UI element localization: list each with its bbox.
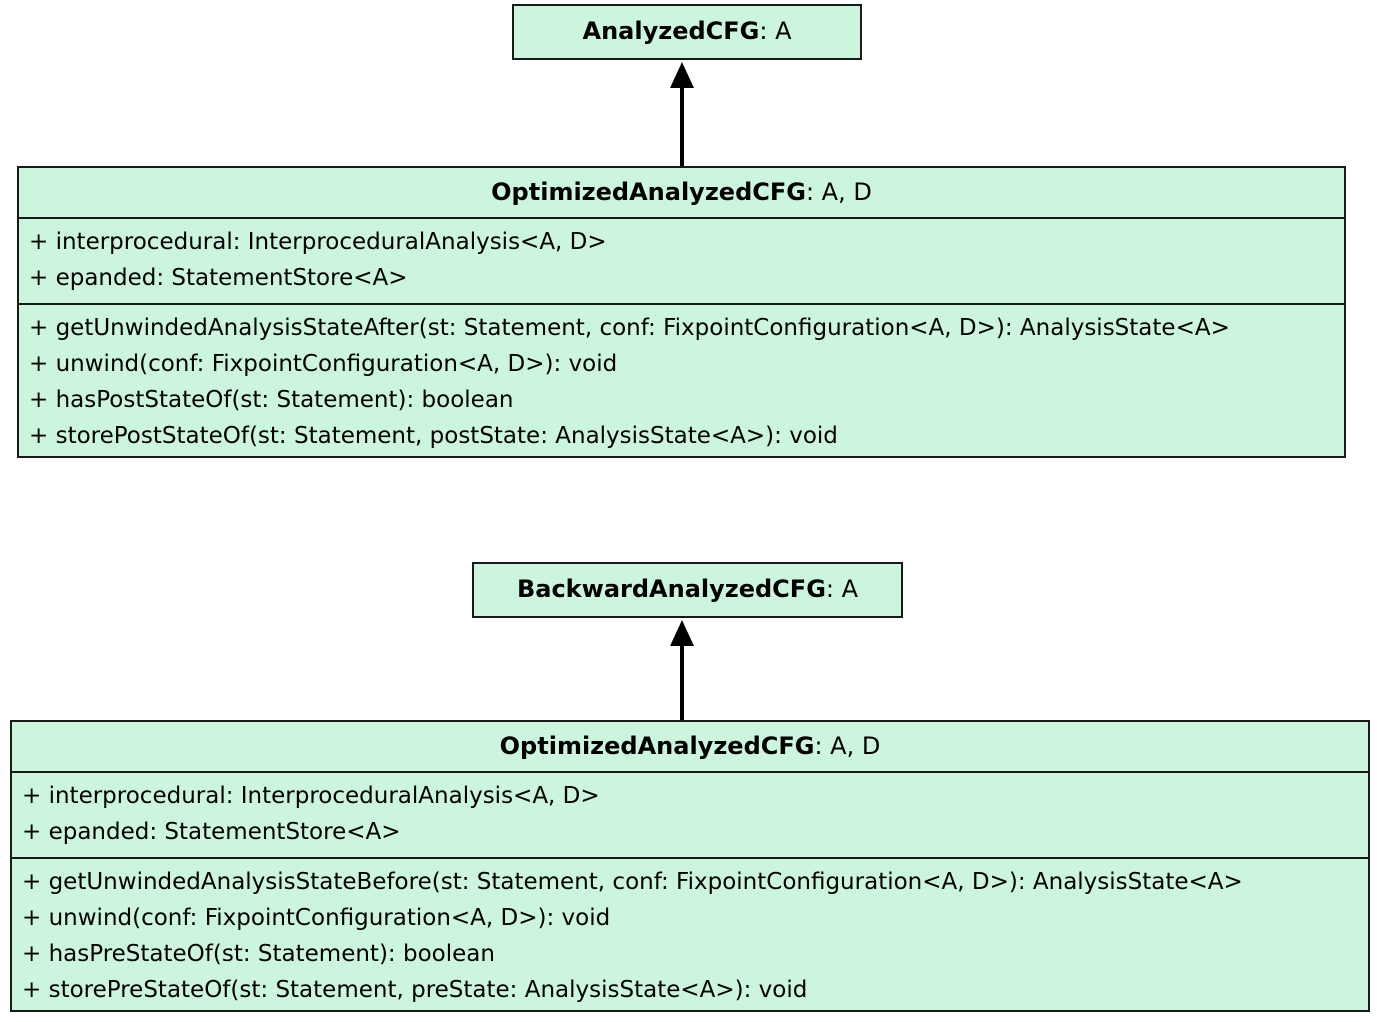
operation-row: + getUnwindedAnalysisStateBefore(st: Sta… xyxy=(22,869,1243,895)
attribute-row: + epanded: StatementStore<A> xyxy=(29,265,408,291)
attributes-compartment-backward: + interprocedural: InterproceduralAnalys… xyxy=(12,771,1368,857)
arrowhead-triangle-icon xyxy=(670,620,694,646)
class-name: OptimizedAnalyzedCFG xyxy=(491,178,806,206)
operation-row: + hasPreStateOf(st: Statement): boolean xyxy=(22,941,495,967)
class-title-backwardanalyzedcfg: BackwardAnalyzedCFG: A xyxy=(474,564,901,615)
attribute-row: + interprocedural: InterproceduralAnalys… xyxy=(29,229,607,255)
attribute-row: + interprocedural: InterproceduralAnalys… xyxy=(22,783,600,809)
operation-row: + hasPostStateOf(st: Statement): boolean xyxy=(29,387,514,413)
generalization-connector-forward xyxy=(670,60,694,166)
class-type-params: : A, D xyxy=(805,178,872,206)
operation-row: + unwind(conf: FixpointConfiguration<A, … xyxy=(29,351,618,377)
class-box-optimizedanalyzedcfg-forward[interactable]: OptimizedAnalyzedCFG: A, D + interproced… xyxy=(17,166,1346,458)
class-title-optimizedanalyzedcfg-forward: OptimizedAnalyzedCFG: A, D xyxy=(19,168,1344,217)
operations-compartment-forward: + getUnwindedAnalysisStateAfter(st: Stat… xyxy=(19,303,1344,461)
arrowhead-triangle-icon xyxy=(670,62,694,88)
operation-row: + storePreStateOf(st: Statement, preStat… xyxy=(22,977,808,1003)
class-name: AnalyzedCFG xyxy=(582,17,760,45)
operation-row: + storePostStateOf(st: Statement, postSt… xyxy=(29,423,838,449)
class-box-optimizedanalyzedcfg-backward[interactable]: OptimizedAnalyzedCFG: A, D + interproced… xyxy=(10,720,1370,1012)
class-type-params: : A xyxy=(825,575,859,603)
operation-row: + getUnwindedAnalysisStateAfter(st: Stat… xyxy=(29,315,1230,341)
class-box-analyzedcfg[interactable]: AnalyzedCFG: A xyxy=(512,4,862,60)
operation-row: + unwind(conf: FixpointConfiguration<A, … xyxy=(22,905,611,931)
class-box-backwardanalyzedcfg[interactable]: BackwardAnalyzedCFG: A xyxy=(472,562,903,618)
class-name: BackwardAnalyzedCFG xyxy=(516,575,826,603)
class-name: OptimizedAnalyzedCFG xyxy=(499,732,815,760)
generalization-connector-backward xyxy=(670,618,694,722)
attribute-row: + epanded: StatementStore<A> xyxy=(22,819,401,845)
class-type-params: : A, D xyxy=(814,732,881,760)
class-type-params: : A xyxy=(759,17,792,45)
operations-compartment-backward: + getUnwindedAnalysisStateBefore(st: Sta… xyxy=(12,857,1368,1015)
attributes-compartment-forward: + interprocedural: InterproceduralAnalys… xyxy=(19,217,1344,303)
class-title-optimizedanalyzedcfg-backward: OptimizedAnalyzedCFG: A, D xyxy=(12,722,1368,771)
class-title-analyzedcfg: AnalyzedCFG: A xyxy=(514,6,860,57)
